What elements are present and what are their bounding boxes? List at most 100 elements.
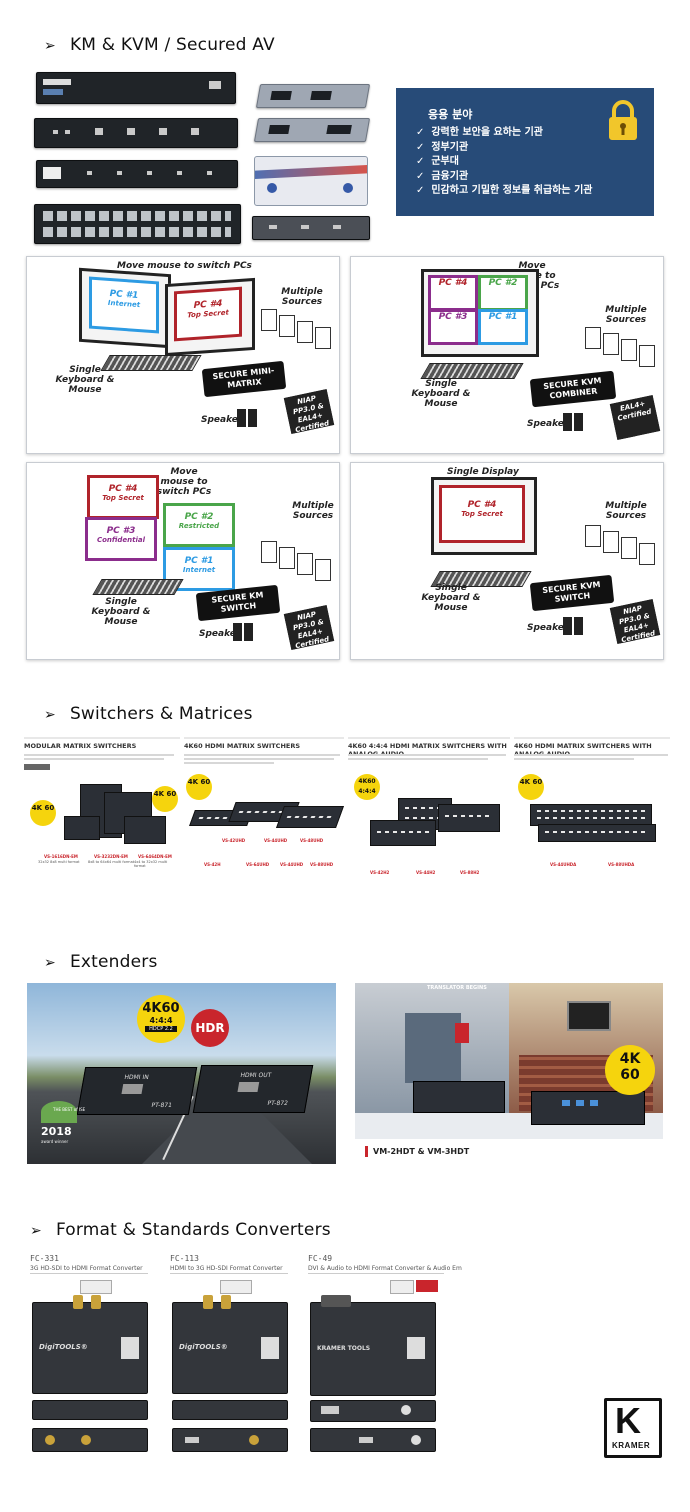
certification-badge: NIAP PP3.0 & EAL4+ Certified (284, 605, 335, 650)
diagram-secure-kvm-switch: Single Display PC #4 Top Secret Multiple… (350, 462, 664, 660)
section-title-extenders: ➢Extenders (44, 952, 158, 972)
matrix-chassis (64, 816, 100, 840)
kbm-label: Single Keyboard & Mouse (91, 597, 151, 627)
sources-label: Multiple Sources (281, 287, 323, 307)
kvm-device-2 (34, 118, 238, 148)
extender-receiver: HDMI OUT PT-872 (192, 1065, 314, 1113)
applications-list: ✓ 강력한 보안을 요하는 기관 ✓ 정부기관 ✓ 군부대 ✓ 금융기관 ✓ 민… (416, 126, 593, 199)
sign-text: TRANSLATOR BEGINS (427, 985, 487, 991)
converter-front (310, 1400, 436, 1422)
catalog-page: MODULAR MATRIX SWITCHERS 4K 60 4K 60 VS-… (24, 737, 180, 902)
kvm-device-4 (34, 204, 241, 244)
source-pc (603, 333, 619, 355)
section-title-switchers: ➢Switchers & Matrices (44, 704, 253, 724)
extender-photo-highway: 4K60 4:4:4 HDCP 2.2 HDR HDMI IN PT-871 H… (27, 983, 336, 1164)
pc-label: PC #4 (108, 484, 138, 494)
badge-4k60: 4K 60 (30, 800, 56, 826)
matrix-chassis (438, 804, 500, 832)
source-pc (279, 315, 295, 337)
list-item-text: 금융기관 (431, 170, 469, 182)
source-pc (315, 559, 331, 581)
converter-model: FC-331 (30, 1254, 59, 1263)
speaker-icon (237, 409, 259, 427)
catalog-page: 4K60 HDMI MATRIX SWITCHERS 4K 60 VS-42UH… (184, 737, 345, 902)
diagram-caption: Move mouse to switch PCs (117, 261, 252, 271)
kramer-logo-mark: K (615, 1400, 641, 1441)
source-pc (621, 339, 637, 361)
converter-rear (32, 1428, 148, 1452)
kvm-product-photos (34, 72, 241, 244)
diagram-secure-mini-matrix: Move mouse to switch PCs PC #1 Internet … (26, 256, 340, 454)
pc4-window: PC #4 (428, 275, 478, 311)
desktop-kvm-rear (252, 216, 370, 240)
converter-body: KRAMER TOOLS (310, 1295, 436, 1396)
badge-hdcp: HDCP 2.2 (145, 1026, 177, 1032)
section-title-text: Switchers & Matrices (69, 704, 253, 724)
switch-device: SECURE MINI-MATRIX (201, 360, 287, 398)
extender-device (531, 1091, 645, 1125)
badge-4k60: 4K 60 (518, 774, 544, 800)
converter-model: FC-49 (308, 1254, 333, 1263)
certification-badge: NIAP PP3.0 & EAL4+ Certified (610, 599, 661, 644)
kramer-logo: K KRAMER (604, 1398, 662, 1458)
speakers-label: Speakers (201, 415, 248, 425)
source-pc (621, 537, 637, 559)
converter-body: DigiTOOLS® (172, 1295, 288, 1394)
award-subtext: award winner (41, 1139, 69, 1144)
pc2-window: PC #2 (478, 275, 528, 311)
kvm-device-1 (36, 72, 236, 104)
pc-sublabel: Restricted (178, 522, 220, 530)
check-icon: ✓ (416, 185, 425, 196)
matrix-chassis (370, 820, 436, 846)
source-pc (639, 543, 655, 565)
converter-rear (310, 1428, 436, 1452)
badge-text: 4K60 (142, 1001, 180, 1016)
padlock-icon (609, 100, 637, 140)
source-pc (585, 525, 601, 547)
speakers-label: Speakers (199, 629, 246, 639)
catalog-page: 4K60 HDMI MATRIX SWITCHERS WITH ANALOG A… (514, 737, 670, 902)
sources-label: Multiple Sources (605, 501, 647, 521)
diagram-secure-kvm-combiner: Move mouse to switch PCs PC #4 PC #2 PC … (350, 256, 664, 454)
source-pc (297, 321, 313, 343)
brand-label: DigiTOOLS® (179, 1343, 228, 1351)
pc1-screen: PC #1 Internet (89, 276, 159, 334)
caption-bar: VM-2HDT & VM-3HDT (355, 1139, 663, 1164)
check-icon: ✓ (416, 170, 425, 182)
pc4-screen: PC #4 Top Secret (174, 286, 242, 342)
certification-badge: EAL4+ Certified (610, 395, 661, 440)
product-caption: VM-2HDT & VM-3HDT (373, 1147, 470, 1156)
list-item: ✓ 정부기관 (416, 141, 593, 156)
pc-sublabel: Top Secret (102, 494, 144, 502)
catalog-title: 4K60 HDMI MATRIX SWITCHERS (184, 737, 344, 750)
extender-photo-venue: TRANSLATOR BEGINS 4K 60 VM-2HDT & VM-3HD… (355, 983, 663, 1164)
pc-label: PC #3 (106, 526, 136, 536)
pc4-screen: PC #4 Top Secret (439, 485, 525, 543)
kbm-label: Single Keyboard & Mouse (55, 365, 115, 395)
list-item-text: 정부기관 (431, 141, 469, 153)
pc1-window: PC #1 (478, 309, 528, 345)
section-title-text: Format & Standards Converters (55, 1220, 331, 1240)
device-model: PT-872 (266, 1100, 289, 1107)
converter-rear (172, 1428, 288, 1452)
converter-fc49: FC-49 DVI & Audio to HDMI Format Convert… (308, 1254, 462, 1464)
extender-transmitter: HDMI IN PT-871 (76, 1067, 198, 1115)
sources-label: Multiple Sources (292, 501, 334, 521)
speaker-icon (563, 617, 585, 635)
matrix-chassis (538, 824, 656, 842)
certification-badge: NIAP PP3.0 & EAL4+ Certified (284, 389, 335, 434)
badge-4k60: 4K 60 (186, 774, 212, 800)
keyboard (92, 579, 184, 595)
check-icon: ✓ (416, 156, 425, 167)
check-icon: ✓ (416, 141, 425, 153)
speakers-label: Speakers (527, 623, 574, 633)
list-item: ✓ 민감하고 기밀한 정보를 취급하는 기관 (416, 184, 593, 199)
list-item: ✓ 강력한 보안을 요하는 기관 (416, 126, 593, 141)
source-pc (639, 345, 655, 367)
source-pc (315, 327, 331, 349)
pc-sublabel: Top Secret (461, 510, 503, 518)
hdcp-logo (416, 1280, 438, 1292)
pc3-screen: PC #3 Confidential (85, 517, 157, 561)
keyboard (420, 363, 524, 379)
device-model: PT-871 (150, 1102, 173, 1109)
